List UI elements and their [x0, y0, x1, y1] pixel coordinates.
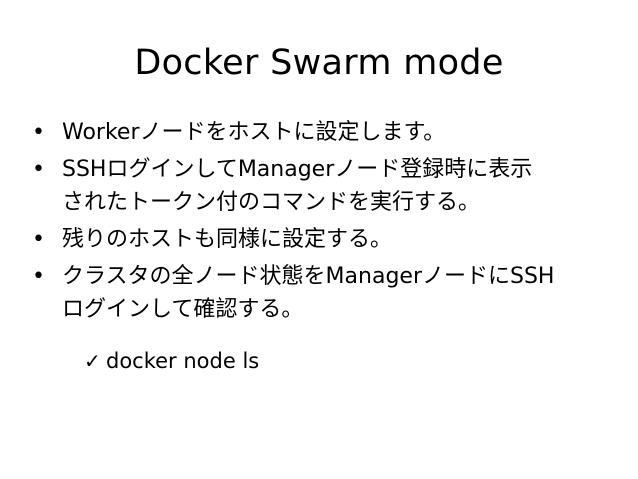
bullet-list: • Workerノードをホストに設定します。 • SSHログインしてManage…: [30, 116, 610, 330]
bullet-item: • クラスタの全ノード状態をManagerノードにSSH ログインして確認する。: [30, 260, 610, 326]
checkmark-icon: ✓: [84, 349, 101, 373]
bullet-icon: •: [32, 227, 45, 252]
bullet-icon: •: [32, 264, 45, 289]
sub-item-text: docker node ls: [106, 349, 260, 373]
sub-item-command: ✓ docker node ls: [84, 345, 259, 377]
bullet-item: • Workerノードをホストに設定します。: [30, 116, 610, 149]
bullet-text: Workerノードをホストに設定します。: [62, 120, 446, 145]
bullet-text: SSHログインしてManagerノード登録時に表示: [62, 157, 533, 182]
bullet-icon: •: [32, 120, 45, 145]
bullet-text: ログインして確認する。: [62, 297, 304, 322]
bullet-item: • 残りのホストも同様に設定する。: [30, 223, 610, 256]
bullet-icon: •: [32, 157, 45, 182]
bullet-text: されたトークン付のコマンドを実行する。: [62, 190, 481, 215]
bullet-item: • SSHログインしてManagerノード登録時に表示 されたトークン付のコマン…: [30, 153, 610, 219]
bullet-text: 残りのホストも同様に設定する。: [62, 227, 393, 252]
bullet-text: クラスタの全ノード状態をManagerノードにSSH: [62, 264, 555, 289]
slide-title: Docker Swarm mode: [134, 43, 504, 83]
